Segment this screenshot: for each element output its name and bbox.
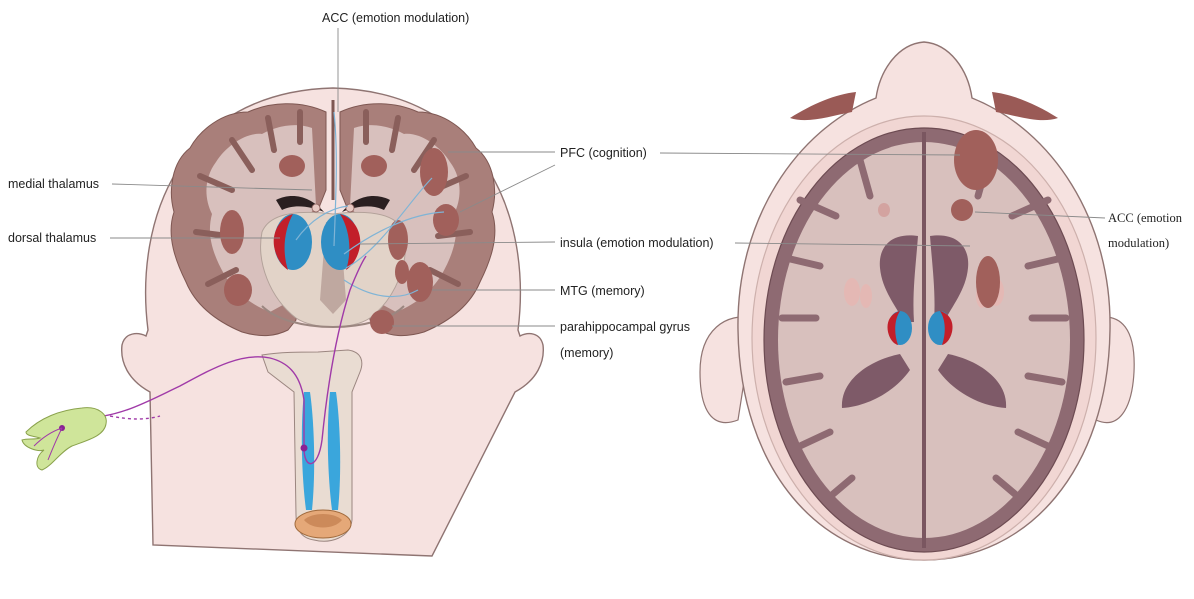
label-pfc: PFC (cognition) [560, 146, 647, 160]
insula-region [433, 204, 459, 236]
axial-insula-region [976, 256, 1000, 308]
label-acc-axial-line2: modulation) [1108, 236, 1169, 250]
label-acc-axial-line1: ACC (emotion [1108, 211, 1183, 225]
coronal-head-illustration [22, 88, 543, 556]
mtg-region [407, 262, 433, 302]
parahippocampal-region [370, 310, 394, 334]
pfc-region [420, 148, 448, 196]
label-dorsal-thalamus: dorsal thalamus [8, 231, 96, 245]
label-insula: insula (emotion modulation) [560, 236, 714, 250]
label-medial-thalamus: medial thalamus [8, 177, 99, 191]
axial-acc-region [951, 199, 973, 221]
label-acc-coronal: ACC (emotion modulation) [322, 11, 469, 25]
label-parahippocampal-line1: parahippocampal gyrus [560, 320, 690, 334]
thalamus-left [274, 214, 312, 270]
axial-head-illustration [700, 42, 1134, 560]
label-mtg: MTG (memory) [560, 284, 645, 298]
label-parahippocampal-line2: (memory) [560, 346, 613, 360]
axial-pfc-region [954, 130, 998, 190]
peripheral-receptor [22, 408, 106, 470]
